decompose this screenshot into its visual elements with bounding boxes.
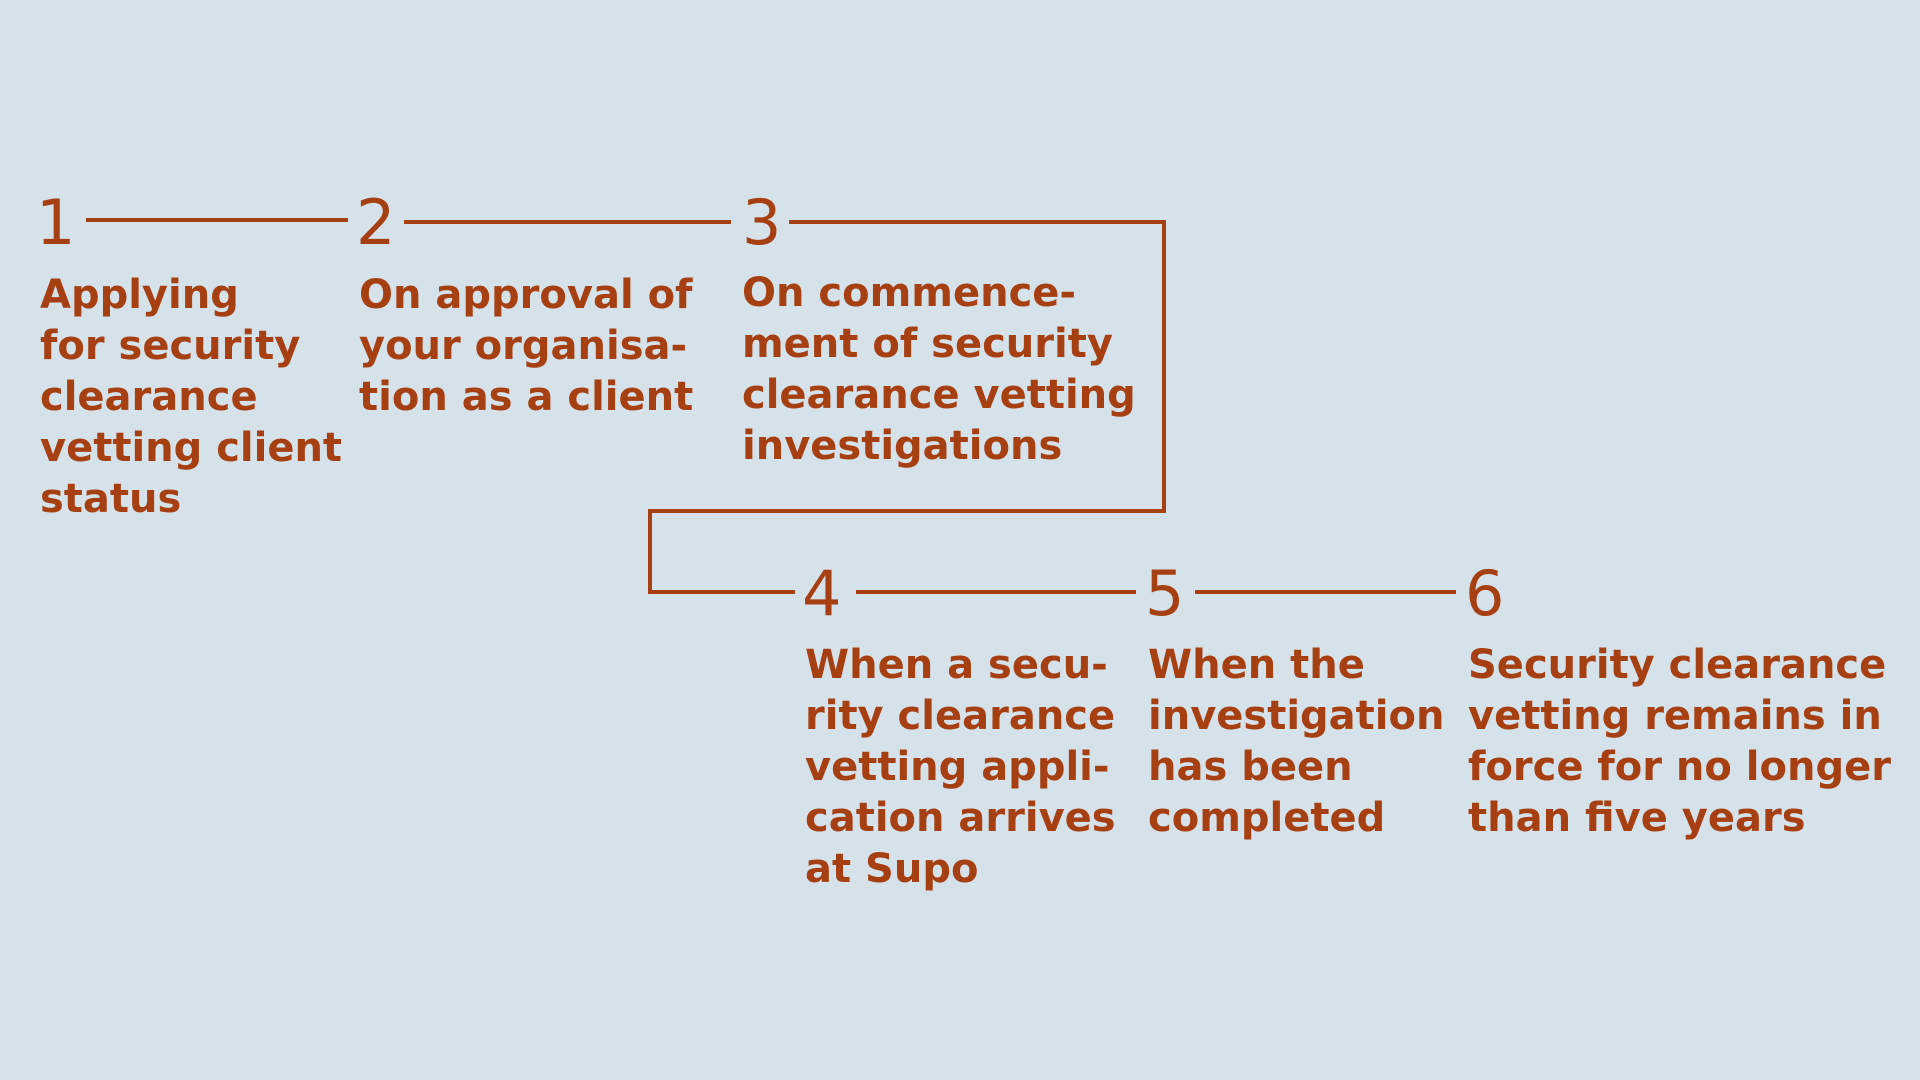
step-3-line: On commence- <box>742 270 1077 316</box>
step-6-line: force for no longer <box>1468 744 1891 790</box>
step-5-line: When the <box>1148 642 1365 688</box>
step-1-line: status <box>40 476 182 522</box>
step-4-line: vetting appli- <box>805 744 1110 790</box>
step-5-description: When the investigation has been complete… <box>1148 640 1444 844</box>
step-5-number: 5 <box>1145 557 1185 630</box>
step-1-description: Applying for security clearance vetting … <box>40 270 342 525</box>
step-2-line: tion as a client <box>359 374 694 420</box>
step-1-number: 1 <box>36 186 76 259</box>
step-2-line: your organisa- <box>359 323 688 369</box>
step-6-line: Security clearance <box>1468 642 1887 688</box>
step-3-description: On commence- ment of security clearance … <box>742 268 1136 472</box>
step-2-line: On approval of <box>359 272 693 318</box>
step-4-description: When a secu- rity clearance vetting appl… <box>805 640 1116 895</box>
step-5-line: has been <box>1148 744 1353 790</box>
step-1-line: for security <box>40 323 301 369</box>
step-3-line: ment of security <box>742 321 1113 367</box>
step-3-line: clearance vetting <box>742 372 1136 418</box>
step-2-description: On approval of your organisa- tion as a … <box>359 270 693 423</box>
step-6-line: than five years <box>1468 795 1806 841</box>
step-4-line: rity clearance <box>805 693 1116 739</box>
step-6-number: 6 <box>1465 557 1505 630</box>
step-2-number: 2 <box>356 186 396 259</box>
step-4-line: When a secu- <box>805 642 1108 688</box>
step-1-line: clearance <box>40 374 258 420</box>
connector-3-4 <box>648 220 1166 594</box>
step-3-number: 3 <box>742 186 782 259</box>
step-3-line: investigations <box>742 423 1063 469</box>
step-4-line: cation arrives <box>805 795 1116 841</box>
step-6-line: vetting remains in <box>1468 693 1882 739</box>
step-5-line: completed <box>1148 795 1386 841</box>
step-6-description: Security clearance vetting remains in fo… <box>1468 640 1891 844</box>
step-1-line: vetting client <box>40 425 343 471</box>
step-4-line: at Supo <box>805 846 979 892</box>
step-4-number: 4 <box>802 557 842 630</box>
step-1-line: Applying <box>40 272 239 318</box>
step-5-line: investigation <box>1148 693 1445 739</box>
